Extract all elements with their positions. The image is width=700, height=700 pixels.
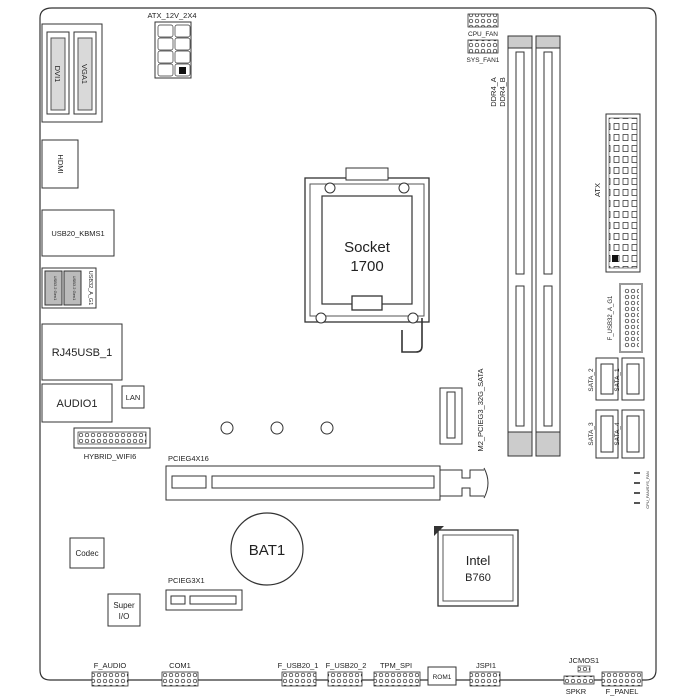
audio-port: AUDIO1 (41, 383, 113, 423)
edge-tag: CPU_FAN/SYS_FAN (645, 471, 650, 509)
f-usb32-label: F_USB32_A_G1 (608, 295, 614, 340)
superio-line2: I/O (119, 612, 130, 621)
m2-slot: M2_PCIEG3_32G_SATA (439, 368, 485, 452)
codec-label: Codec (75, 549, 98, 558)
super-io-chip: Super I/O (107, 593, 141, 627)
pcie-x1-label: PCIEG3X1 (168, 576, 205, 585)
pcie-x16-label: PCIEG4X16 (168, 454, 209, 463)
usb32-gen1-text-2: USB3.2 Gen1 (72, 276, 77, 301)
sata4-label: SATA_4 (614, 422, 621, 446)
cpu-fan-connector: CPU_FAN SYS_FAN1 (467, 13, 500, 64)
f-usb32-connector: F_USB32_A_G1 (608, 283, 643, 353)
jcmos1-label: JCMOS1 (569, 656, 599, 665)
cpu-socket: Socket 1700 (304, 167, 430, 353)
sys-fan1-label: SYS_FAN1 (467, 57, 500, 64)
usb20-kbms-label: USB20_KBMS1 (51, 229, 104, 238)
atx24-connector: ATX (593, 113, 641, 273)
rom1-label: ROM1 (433, 674, 452, 681)
bat-label: BAT1 (249, 542, 285, 559)
cpu-fan-label: CPU_FAN (468, 31, 498, 38)
usb32-label: USB32_A_G1 (87, 271, 93, 306)
m2-standoff-1 (220, 421, 234, 435)
superio-line1: Super (113, 601, 135, 610)
hdmi-port: HDMI (41, 139, 79, 189)
atx12v-label: ATX_12V_2X4 (147, 11, 196, 20)
usb32-port: USB3.2 Gen1 USB3.2 Gen1 USB32_A_G1 (41, 267, 97, 309)
f-usb20-1-label: F_USB20_1 (278, 661, 319, 670)
sata1-label: SATA_1 (614, 368, 621, 392)
tpm-spi-label: TPM_SPI (380, 661, 412, 670)
rj45-label: RJ45USB_1 (52, 347, 113, 359)
bottom-headers: F_AUDIO COM1 F_USB20_1 F_USB20_2 TPM_SPI… (91, 656, 643, 696)
hybrid-wifi-slot: HYBRID_WIFI6 (73, 427, 151, 461)
intel-line1: Intel (466, 553, 491, 568)
sata3-label: SATA_3 (588, 422, 595, 446)
f-panel-label: F_PANEL (606, 687, 639, 696)
board-outline (39, 7, 657, 681)
f-usb20-2-label: F_USB20_2 (326, 661, 367, 670)
rj45-usb-port: RJ45USB_1 (41, 323, 123, 381)
m2-standoff-3 (320, 421, 334, 435)
intel-line2: B760 (465, 572, 491, 584)
m2-label: M2_PCIEG3_32G_SATA (476, 368, 485, 451)
m2-standoff-2 (270, 421, 284, 435)
edge-pins: CPU_FAN/SYS_FAN (634, 471, 650, 509)
atx12v-connector: ATX_12V_2X4 (147, 11, 197, 79)
hdmi-label: HDMI (56, 154, 65, 173)
ddr4-a-label: DDR4_A (489, 77, 498, 107)
f-audio-label: F_AUDIO (94, 661, 127, 670)
dvi-vga-port: DVI1 VGA1 (41, 23, 103, 123)
pcie-x1-slot: PCIEG3X1 (165, 576, 243, 611)
vga-label: VGA1 (80, 64, 89, 84)
pcie-x16-slot: PCIEG4X16 (165, 454, 489, 501)
usb20-kbms-port: USB20_KBMS1 (41, 209, 115, 257)
dimm-slots: DDR4_A DDR4_B (489, 35, 561, 457)
sata2-label: SATA_2 (588, 368, 595, 392)
codec-chip: Codec (69, 537, 105, 569)
sata-ports: SATA_2 SATA_1 SATA_3 SATA_4 (588, 357, 645, 459)
hybrid-wifi-label: HYBRID_WIFI6 (84, 452, 137, 461)
ddr4-b-label: DDR4_B (498, 77, 507, 107)
com1-label: COM1 (169, 661, 191, 670)
lan-chip: LAN (121, 385, 145, 409)
audio-label: AUDIO1 (57, 398, 98, 410)
usb32-gen1-text-1: USB3.2 Gen1 (53, 276, 58, 301)
jspi1-label: JSPI1 (476, 661, 496, 670)
lan-label: LAN (126, 393, 141, 402)
battery: BAT1 (230, 512, 304, 586)
atx-label: ATX (593, 183, 602, 197)
dvi-label: DVI1 (53, 66, 62, 83)
chipset: Intel B760 (434, 526, 519, 607)
socket-line1: Socket (344, 239, 391, 256)
socket-line2: 1700 (350, 258, 383, 275)
spkr-label: SPKR (566, 687, 587, 696)
